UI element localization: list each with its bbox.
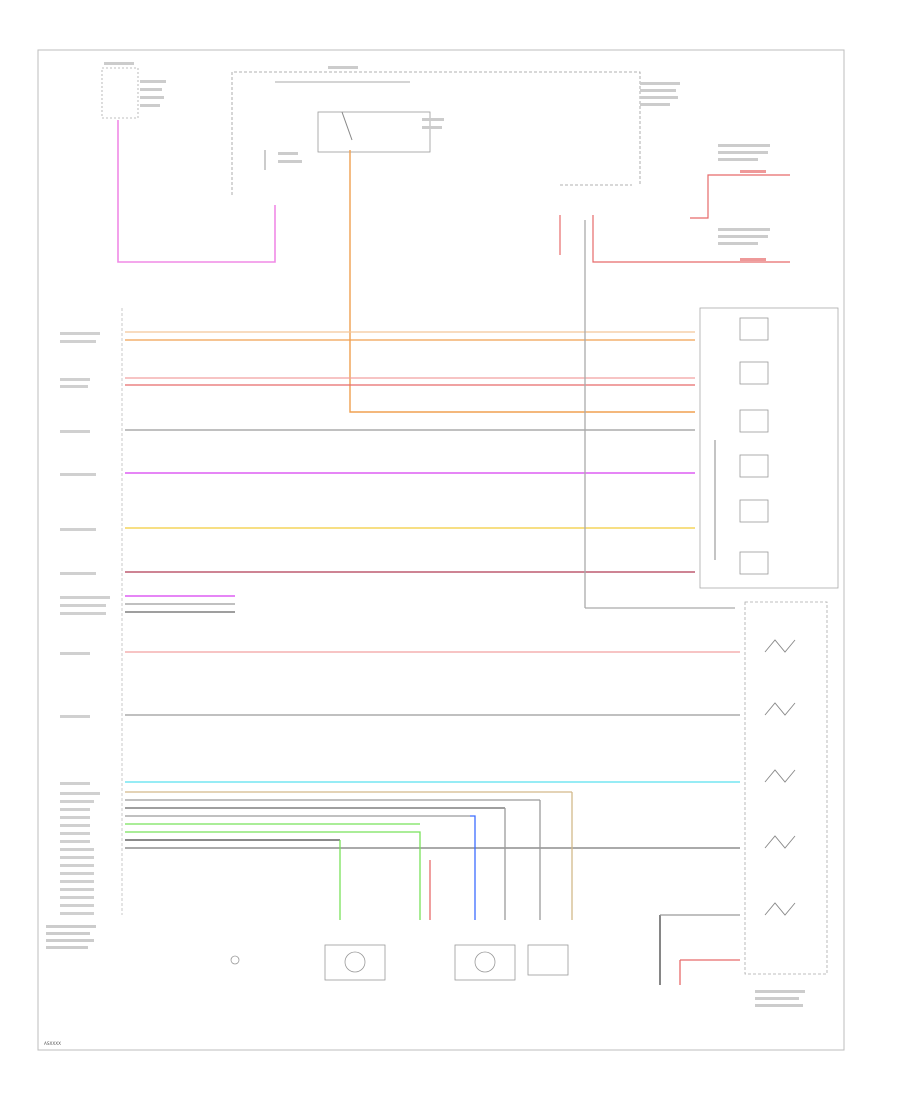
fuse-icon xyxy=(101,67,139,119)
relay-icon xyxy=(317,111,431,153)
sensor-drop-wires xyxy=(339,220,740,985)
solenoid-icon xyxy=(744,601,828,975)
sensor-icon xyxy=(474,951,496,973)
diagram-frame xyxy=(37,49,845,1051)
speed-sensor-1[interactable] xyxy=(324,944,386,981)
speed-sensor-2[interactable] xyxy=(454,944,516,981)
module-icon xyxy=(46,925,96,928)
wire-red-right-top xyxy=(559,174,790,263)
ground-point xyxy=(230,955,240,965)
ignition-switch-top[interactable] xyxy=(264,66,444,170)
top-splice-enclosure xyxy=(231,71,641,195)
sensor-icon xyxy=(699,307,839,589)
diagram-code: ASXXXX xyxy=(44,1041,61,1046)
transmission-range-sensor[interactable] xyxy=(699,307,839,589)
fuse-box-top-left[interactable] xyxy=(101,62,166,119)
wire-orange-relay xyxy=(349,150,695,413)
harness-wires xyxy=(125,331,740,849)
sensor-icon xyxy=(344,951,366,973)
pin-labels-left xyxy=(60,332,110,915)
solenoid-body[interactable] xyxy=(744,601,828,1007)
wire-pink-fuse xyxy=(117,120,276,263)
powertrain-control-module[interactable] xyxy=(46,308,123,949)
right-top-labels xyxy=(640,82,770,261)
ground-icon xyxy=(230,955,240,965)
speed-sensor-3[interactable] xyxy=(527,944,569,976)
